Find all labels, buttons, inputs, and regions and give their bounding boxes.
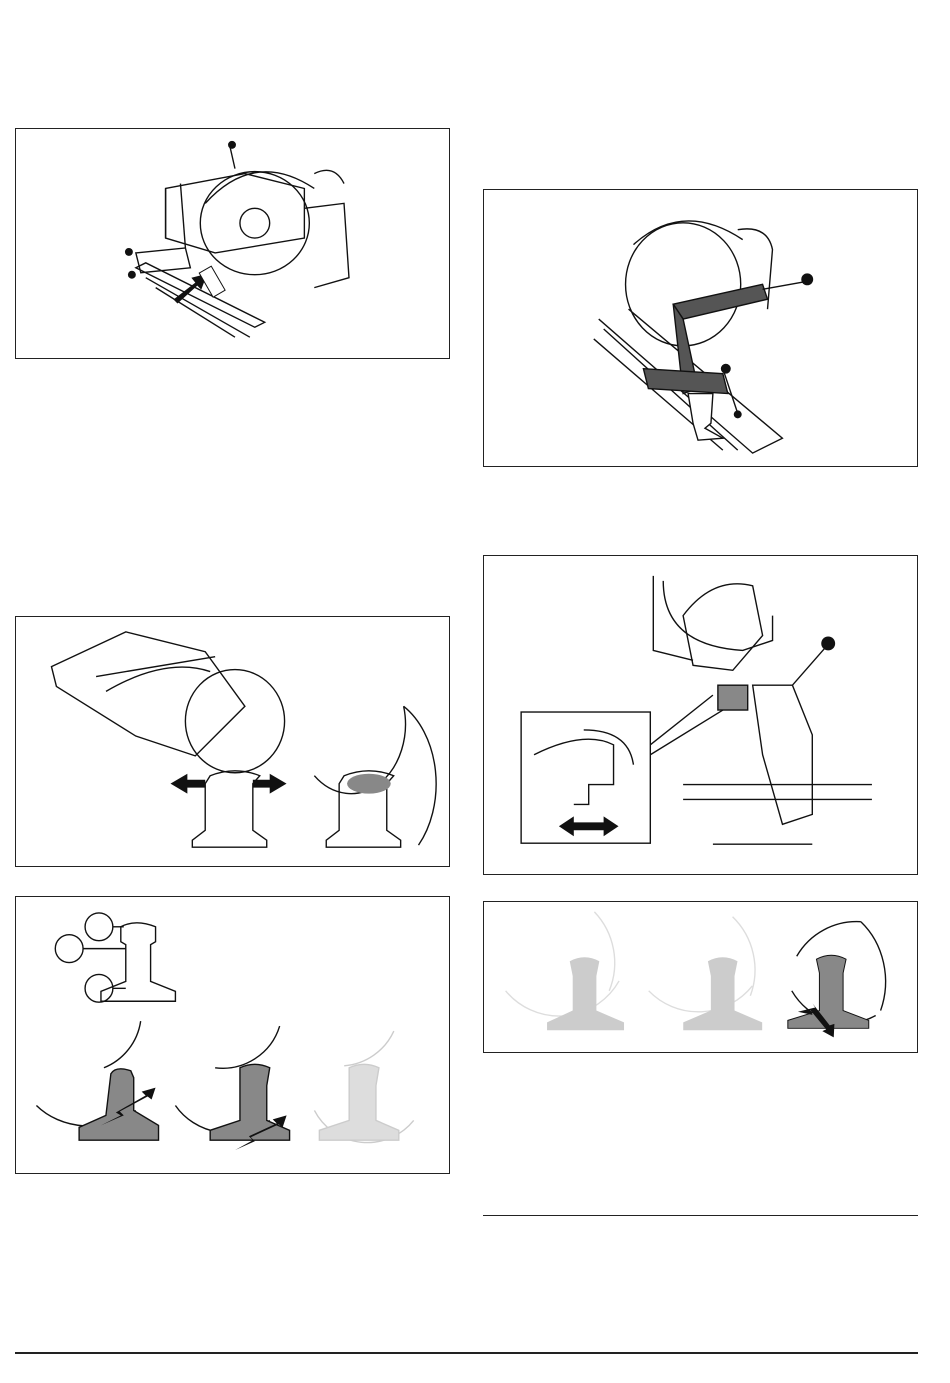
rail-foot-cut-illustration — [484, 902, 917, 1052]
cutting-arm-movement-illustration — [16, 617, 449, 866]
figure-rail-sections — [15, 896, 450, 1174]
figure-saw-on-rail — [15, 128, 450, 359]
figure-rail-foot-cut — [483, 901, 918, 1053]
figure-cutting-arm-movement — [15, 616, 450, 867]
figure-clamp-on-rail — [483, 189, 918, 467]
rail-sections-illustration — [16, 897, 449, 1173]
footer-rule — [15, 1352, 918, 1354]
saw-on-rail-illustration — [16, 129, 449, 358]
section-divider — [483, 1215, 918, 1216]
figure-hand-adjust — [483, 555, 918, 875]
hand-adjust-illustration — [484, 556, 917, 874]
clamp-on-rail-illustration — [484, 190, 917, 466]
